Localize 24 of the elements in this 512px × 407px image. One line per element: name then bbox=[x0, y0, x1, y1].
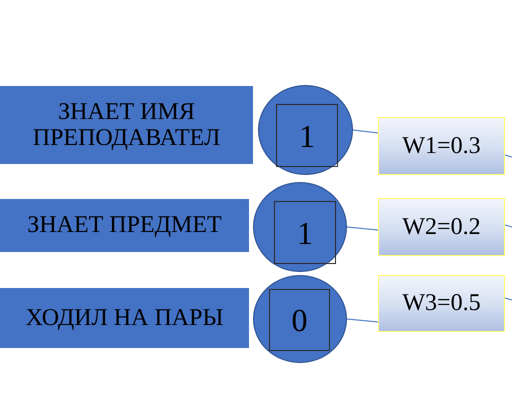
value-square bbox=[274, 201, 336, 264]
connector-line bbox=[346, 318, 378, 322]
feature-label: ЗНАЕТ ИМЯ ПРЕПОДАВАТЕЛ bbox=[32, 98, 222, 152]
weight-label: W1=0.3 bbox=[402, 132, 481, 160]
connector-line bbox=[504, 298, 512, 300]
input-value: 1 bbox=[299, 120, 315, 152]
weight-label: W3=0.5 bbox=[402, 290, 481, 317]
connector-line bbox=[346, 226, 378, 230]
value-square bbox=[276, 104, 338, 167]
input-value: 1 bbox=[297, 216, 313, 248]
connector-line bbox=[504, 224, 512, 228]
input-value: 0 bbox=[292, 304, 308, 336]
feature-box bbox=[0, 199, 249, 252]
weight-box bbox=[378, 275, 505, 332]
feature-box bbox=[0, 86, 253, 164]
feature-label: ХОДИЛ НА ПАРЫ bbox=[26, 304, 224, 332]
weight-box bbox=[378, 117, 505, 175]
weight-box bbox=[378, 198, 505, 256]
weight-label: W2=0.2 bbox=[402, 214, 481, 240]
connector-line bbox=[352, 130, 378, 134]
connector-line bbox=[504, 154, 512, 158]
feature-box bbox=[0, 288, 249, 348]
value-square bbox=[269, 289, 330, 351]
feature-label: ЗНАЕТ ПРЕДМЕТ bbox=[27, 212, 222, 239]
